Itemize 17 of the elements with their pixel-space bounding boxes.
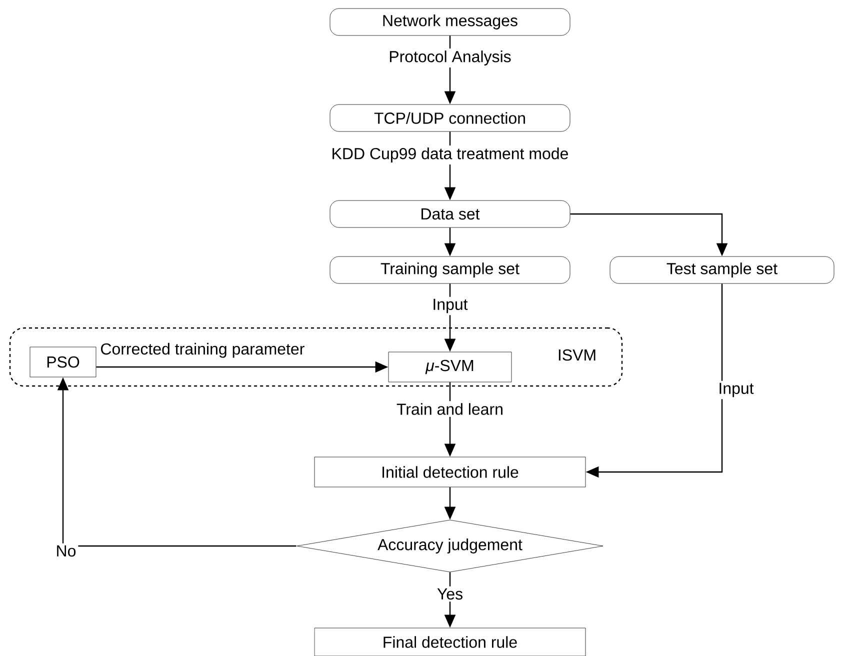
- terminal-box: Test sample set: [610, 256, 834, 284]
- process-box: μ-SVM: [388, 352, 512, 382]
- edge-label: Input: [716, 380, 756, 400]
- process-box: Initial detection rule: [314, 456, 586, 488]
- edge-label: KDD Cup99 data treatment mode: [329, 146, 571, 164]
- terminal-box: TCP/UDP connection: [330, 104, 570, 132]
- edge-label: Corrected training parameter: [98, 340, 307, 360]
- process-box: PSO: [30, 346, 96, 378]
- edge-label: Protocol Analysis: [386, 48, 514, 68]
- edge-label: Input: [430, 296, 470, 316]
- edge-label: No: [54, 543, 78, 559]
- edge-label: Train and learn: [394, 401, 506, 417]
- terminal-box: Data set: [330, 200, 570, 228]
- terminal-box: Training sample set: [330, 256, 570, 284]
- edge-label: Yes: [434, 586, 466, 602]
- terminal-box: Network messages: [330, 8, 570, 36]
- process-box: Final detection rule: [314, 628, 586, 656]
